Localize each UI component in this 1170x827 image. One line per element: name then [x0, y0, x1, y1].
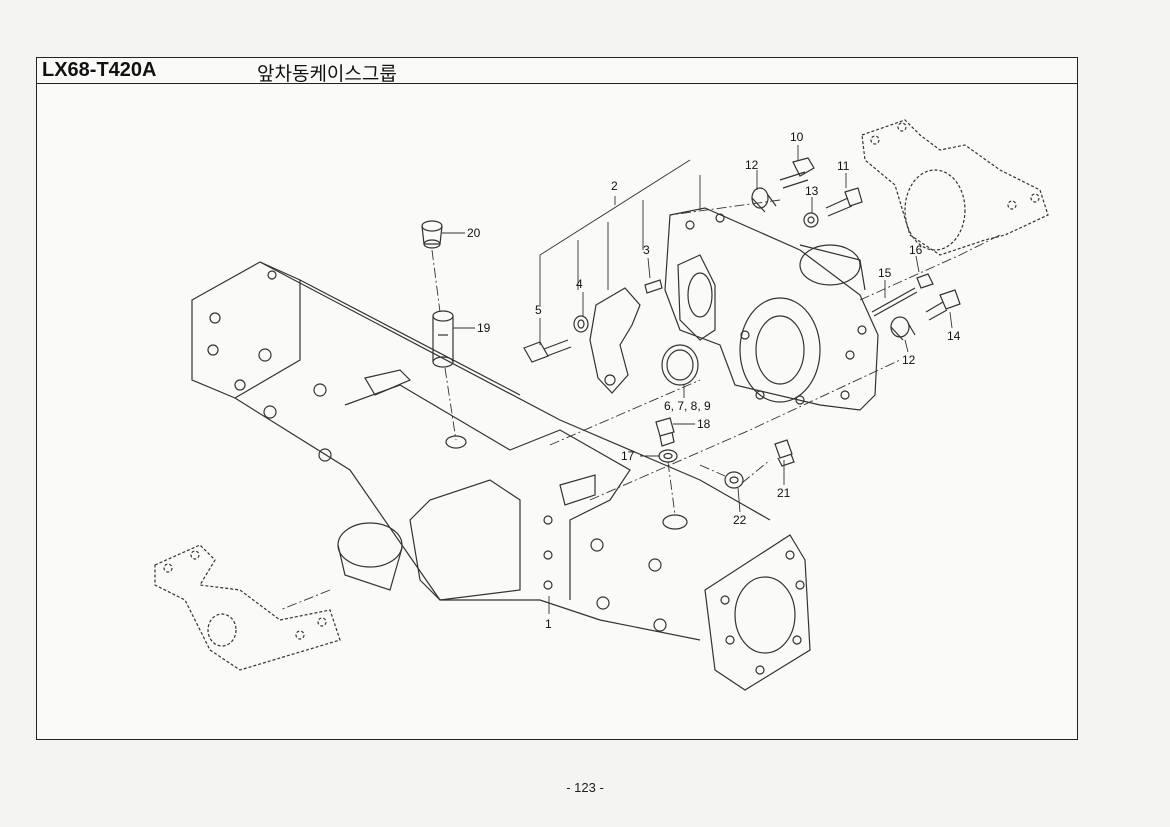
callout-12-top: 12	[745, 158, 759, 172]
pin-part-3	[644, 279, 663, 294]
callout-22: 22	[733, 513, 747, 527]
callout-6-7-8-9: 6, 7, 8, 9	[664, 399, 711, 413]
callout-20: 20	[467, 226, 481, 240]
page-frame: LX68-T420A 앞차동케이스그룹	[36, 57, 1078, 740]
page-number: - 123 -	[566, 780, 604, 795]
callout-numbers: 1 2 3 4 5 6, 7, 8, 9 10 11 12 13 14 15 1…	[467, 130, 961, 631]
callout-13: 13	[805, 184, 819, 198]
callout-1: 1	[545, 617, 552, 631]
washer-part-13	[803, 212, 819, 228]
model-code: LX68-T420A	[42, 59, 157, 81]
o-ring-part-6-9	[661, 344, 699, 386]
page-header: LX68-T420A 앞차동케이스그룹	[37, 58, 1077, 85]
callout-19: 19	[477, 321, 491, 335]
plug-part-21	[774, 439, 795, 467]
stud-part-15	[871, 287, 918, 317]
callout-16: 16	[909, 243, 923, 257]
bushing-part-12-top	[751, 187, 777, 213]
group-title: 앞차동케이스그룹	[257, 63, 397, 85]
axle-housing	[191, 261, 811, 691]
callout-11: 11	[837, 159, 850, 173]
callout-17: 17	[621, 449, 635, 463]
assembly-centerlines	[279, 199, 1001, 611]
leader-lines	[442, 145, 953, 614]
bearing-cap	[677, 254, 716, 341]
bolt-part-10	[779, 157, 815, 189]
callout-21: 21	[777, 486, 791, 500]
callout-12-bottom: 12	[902, 353, 916, 367]
callout-2: 2	[611, 179, 618, 193]
callout-3: 3	[643, 243, 650, 257]
callout-5: 5	[535, 303, 542, 317]
nut-part-16	[916, 273, 934, 289]
left-bracket-phantom	[154, 544, 341, 671]
washer-part-4	[573, 315, 589, 333]
callout-18: 18	[697, 417, 711, 431]
bolt-part-14	[925, 289, 961, 321]
washer-part-17	[658, 449, 678, 463]
washer-part-22	[724, 471, 744, 489]
callout-14: 14	[947, 329, 961, 343]
plug-part-18	[655, 417, 675, 447]
cap-bracket	[589, 287, 641, 394]
callout-4: 4	[576, 277, 583, 291]
bolt-part-11	[825, 187, 863, 217]
differential-case-cover	[664, 207, 879, 411]
cap-part-20	[421, 220, 443, 249]
callout-10: 10	[790, 130, 804, 144]
breather-pipe-part-19	[432, 310, 454, 368]
callout-15: 15	[878, 266, 892, 280]
right-bracket-phantom	[861, 119, 1049, 256]
bushing-part-12-bottom	[890, 316, 916, 341]
bolt-part-5	[523, 339, 572, 363]
